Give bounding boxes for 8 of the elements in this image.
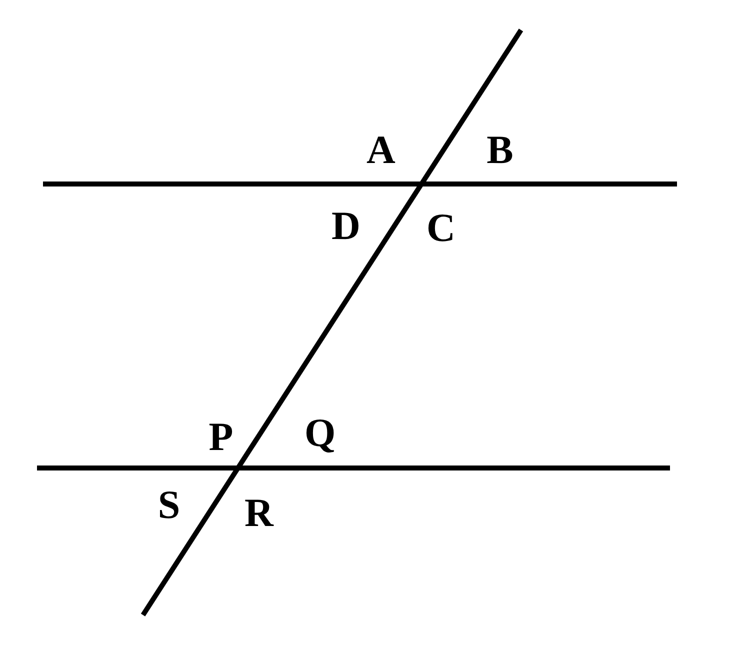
angle-label: C — [426, 208, 456, 248]
angle-label: B — [486, 130, 514, 170]
angle-label: R — [244, 493, 274, 533]
angle-label: S — [158, 485, 180, 525]
angle-label: A — [366, 130, 396, 170]
angle-label: Q — [304, 413, 336, 453]
angle-label: P — [208, 417, 234, 457]
angle-label: D — [332, 206, 360, 246]
